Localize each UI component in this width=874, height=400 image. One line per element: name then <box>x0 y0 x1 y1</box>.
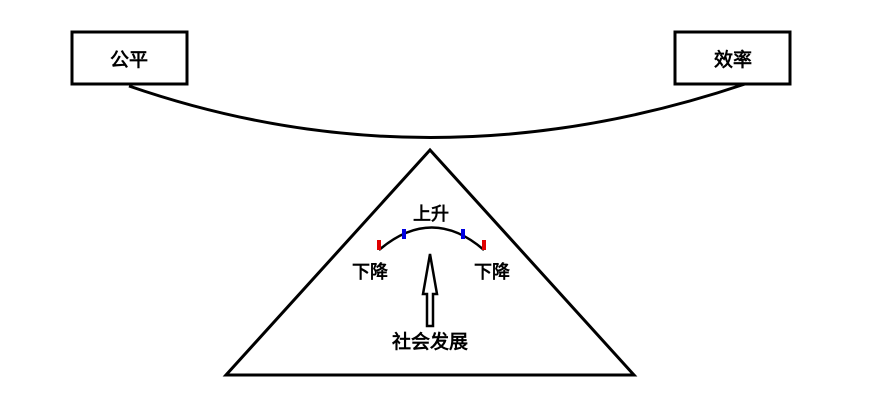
balance-beam <box>128 82 746 139</box>
fairness-box-frame <box>70 30 189 86</box>
efficiency-box: 效率 <box>673 30 792 86</box>
left-decline-marker <box>377 240 381 250</box>
right-decline-marker <box>482 240 486 250</box>
efficiency-label: 效率 <box>714 48 752 71</box>
left-rise-marker <box>402 229 406 239</box>
right-decline-label: 下降 <box>474 261 511 283</box>
social-development-label: 社会发展 <box>391 330 468 353</box>
rise-label: 上升 <box>413 204 449 225</box>
trend-arc <box>378 226 485 251</box>
efficiency-box-frame <box>673 30 792 86</box>
fairness-box: 公平 <box>70 30 189 86</box>
left-decline-label: 下降 <box>352 261 389 283</box>
up-arrow-icon <box>421 253 439 328</box>
fairness-label: 公平 <box>110 49 148 71</box>
right-rise-marker <box>461 229 465 239</box>
